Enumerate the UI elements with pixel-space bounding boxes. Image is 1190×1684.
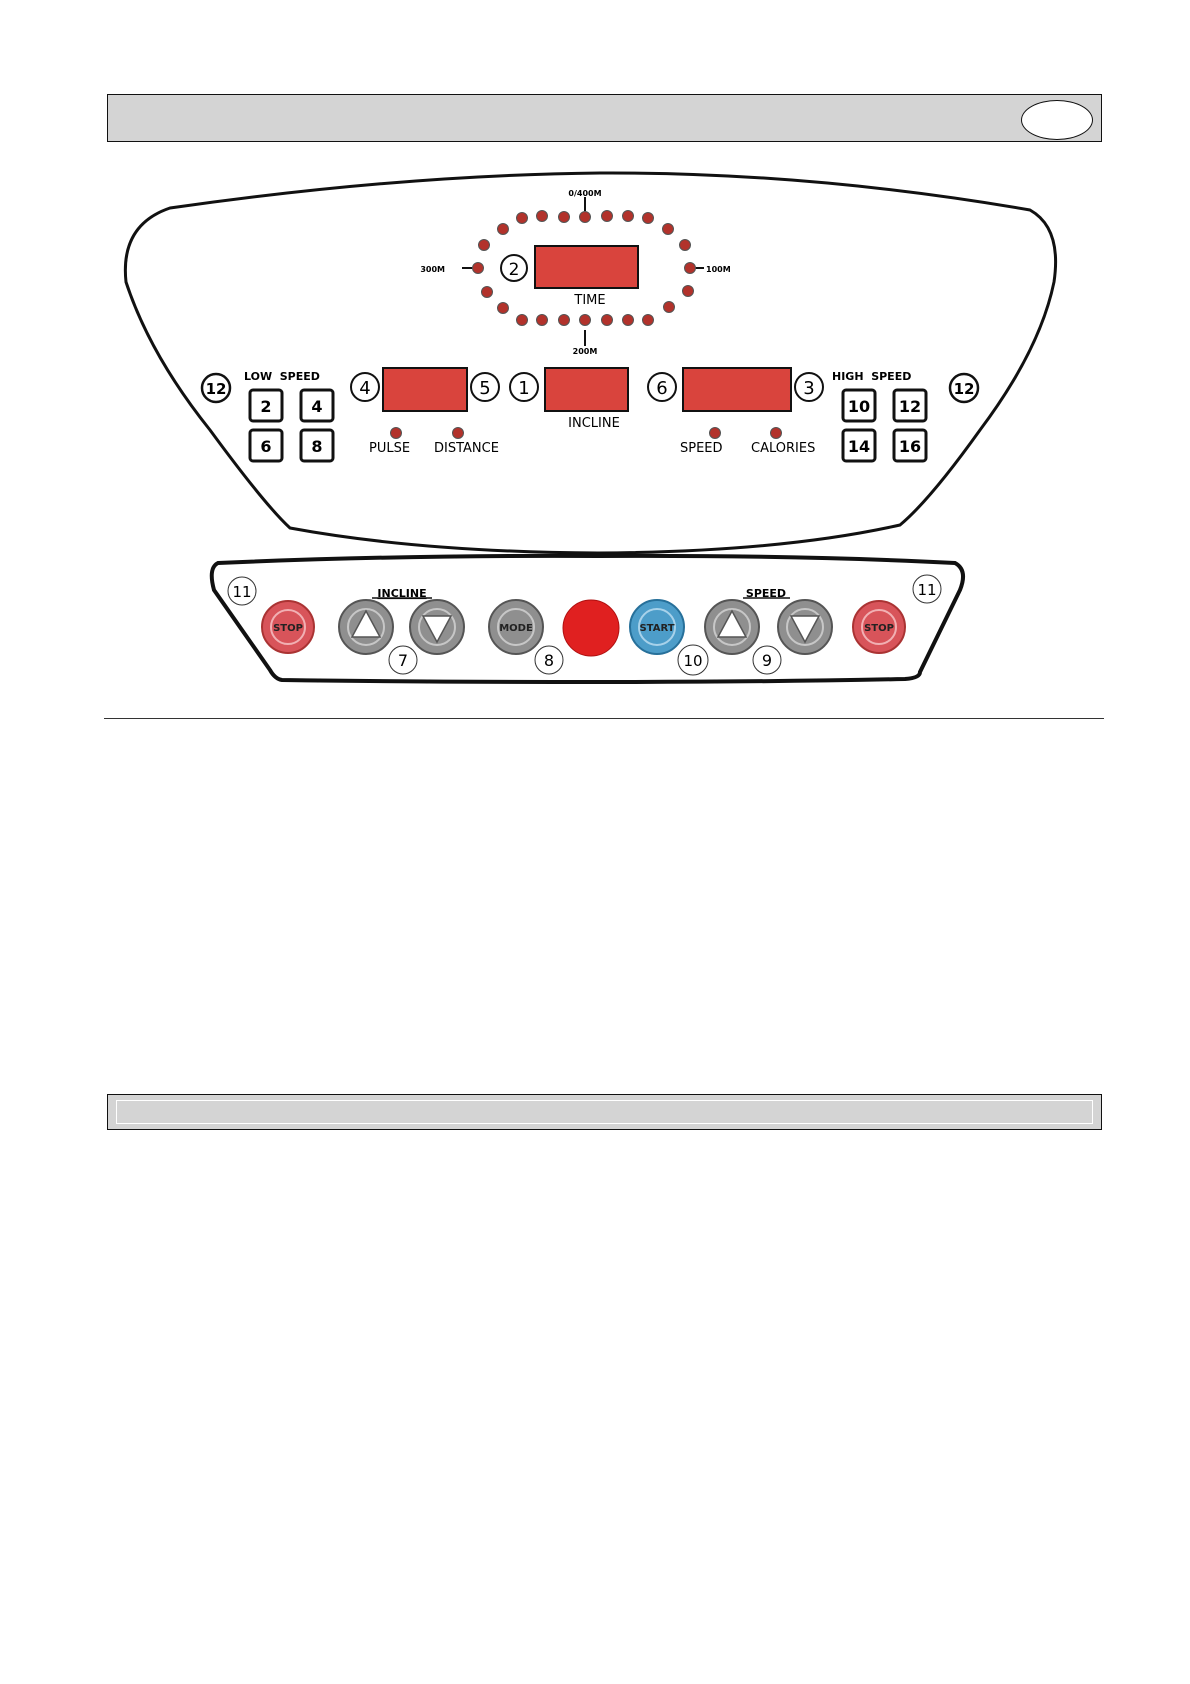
- pulse-label: PULSE: [369, 441, 410, 456]
- high-speed-label: HIGH SPEED: [832, 370, 911, 383]
- time-display: [535, 246, 638, 288]
- callout-7-text: 7: [398, 651, 408, 670]
- stop-button-left-label: STOP: [273, 623, 303, 634]
- track-led: [517, 213, 528, 224]
- track-led: [602, 211, 613, 222]
- incline-up-button[interactable]: [339, 600, 393, 654]
- callout-5-text: 5: [479, 378, 490, 399]
- high-speed-key-16[interactable]: 16: [894, 430, 926, 461]
- calories-label: CALORIES: [751, 441, 815, 456]
- callout-3-text: 3: [803, 378, 814, 399]
- track-led: [623, 315, 634, 326]
- high-speed-key-label: 10: [848, 397, 870, 416]
- track-label-bottom: 200M: [573, 347, 598, 356]
- stop-button-right[interactable]: STOP: [853, 601, 905, 653]
- pulse-indicator-led: [391, 428, 402, 439]
- emergency-stop-key[interactable]: [563, 600, 619, 656]
- incline-down-button[interactable]: [410, 600, 464, 654]
- track-led: [680, 240, 691, 251]
- low-speed-key-label: 8: [311, 437, 322, 456]
- track-led: [559, 315, 570, 326]
- callout-6-text: 6: [656, 378, 667, 399]
- mode-button[interactable]: MODE: [489, 600, 543, 654]
- low-speed-key-label: 2: [260, 397, 271, 416]
- section-header-bar-bottom: [107, 1094, 1102, 1130]
- section-header-inner-frame: [116, 1100, 1093, 1124]
- track-led: [473, 263, 484, 274]
- track-led: [479, 240, 490, 251]
- track-led: [664, 302, 675, 313]
- track-led: [643, 213, 654, 224]
- callout-11-right-text: 11: [917, 581, 936, 599]
- low-speed-key-2[interactable]: 2: [250, 390, 282, 421]
- track-led: [537, 315, 548, 326]
- distance-indicator-led: [453, 428, 464, 439]
- high-speed-key-14[interactable]: 14: [843, 430, 875, 461]
- speed-indicator-led: [710, 428, 721, 439]
- start-button[interactable]: START: [630, 600, 684, 654]
- low-speed-key-label: 6: [260, 437, 271, 456]
- track-led: [623, 211, 634, 222]
- callout-9-text: 9: [762, 651, 772, 670]
- track-led: [537, 211, 548, 222]
- speed-down-button[interactable]: [778, 600, 832, 654]
- high-speed-key-10[interactable]: 10: [843, 390, 875, 421]
- incline-display: [545, 368, 628, 411]
- track-led: [580, 212, 591, 223]
- pulse-distance-display: [383, 368, 467, 411]
- track-label-top: 0/400M: [568, 189, 601, 198]
- section-divider: [104, 718, 1104, 719]
- low-speed-key-label: 4: [311, 397, 322, 416]
- speed-label: SPEED: [680, 441, 723, 456]
- console-outline: [125, 173, 1055, 553]
- stop-button-right-label: STOP: [864, 623, 894, 634]
- track-led: [498, 303, 509, 314]
- low-speed-key-6[interactable]: 6: [250, 430, 282, 461]
- distance-label: DISTANCE: [434, 441, 499, 456]
- track-led: [498, 224, 509, 235]
- stop-button-left[interactable]: STOP: [262, 601, 314, 653]
- time-label: TIME: [573, 293, 605, 308]
- track-led: [580, 315, 591, 326]
- speed-calories-display: [683, 368, 791, 411]
- low-speed-label: LOW SPEED: [244, 370, 320, 383]
- high-speed-key-label: 12: [899, 397, 921, 416]
- low-speed-key-4[interactable]: 4: [301, 390, 333, 421]
- track-led: [685, 263, 696, 274]
- calories-indicator-led: [771, 428, 782, 439]
- high-speed-key-label: 16: [899, 437, 921, 456]
- mode-button-label: MODE: [499, 623, 533, 634]
- track-led: [663, 224, 674, 235]
- track-led: [602, 315, 613, 326]
- track-led: [517, 315, 528, 326]
- callout-8-text: 8: [544, 651, 554, 670]
- callout-1-text: 1: [518, 378, 529, 399]
- incline-display-label: INCLINE: [568, 416, 620, 431]
- speed-up-button[interactable]: [705, 600, 759, 654]
- callout-4-text: 4: [359, 378, 370, 399]
- callout-12-right-text: 12: [954, 380, 975, 398]
- track-led: [482, 287, 493, 298]
- track-led: [683, 286, 694, 297]
- callout-2-text: 2: [509, 260, 520, 280]
- callout-10-text: 10: [683, 652, 702, 670]
- track-label-right: 100M: [706, 265, 731, 274]
- high-speed-key-label: 14: [848, 437, 870, 456]
- track-led: [559, 212, 570, 223]
- track-label-left: 300M: [420, 265, 445, 274]
- callout-11-left-text: 11: [232, 583, 251, 601]
- high-speed-key-12[interactable]: 12: [894, 390, 926, 421]
- track-led: [643, 315, 654, 326]
- low-speed-key-8[interactable]: 8: [301, 430, 333, 461]
- callout-12-left-text: 12: [206, 380, 227, 398]
- start-button-label: START: [639, 623, 674, 634]
